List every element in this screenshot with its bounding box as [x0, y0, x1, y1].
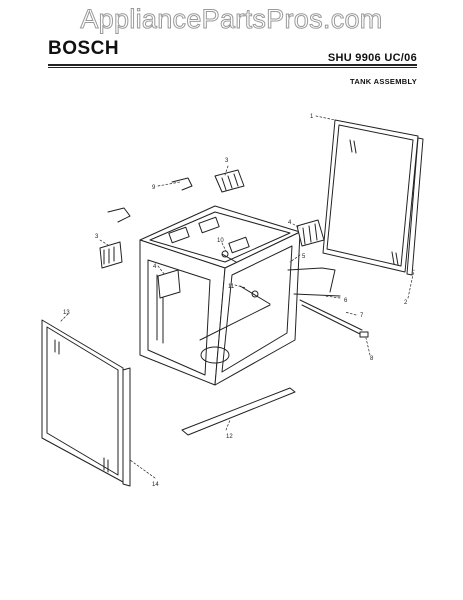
left-side-panel [41, 319, 124, 483]
bottom-rail [181, 387, 296, 436]
leader-lines [59, 115, 415, 479]
callout-14: 14 [152, 482, 159, 488]
header-rule [48, 64, 417, 66]
callout-3-left: 3 [95, 234, 99, 240]
callout-11: 11 [228, 284, 235, 290]
hinge [221, 250, 237, 263]
callout-10: 10 [217, 238, 224, 244]
left-trim-strip [122, 367, 131, 487]
callout-1: 1 [310, 114, 314, 120]
frame-rail [287, 267, 341, 297]
right-side-panel [322, 119, 419, 273]
callout-6: 6 [344, 298, 348, 304]
callout-2: 2 [404, 300, 408, 306]
brand-logo: BOSCH [48, 38, 120, 59]
callout-8: 8 [370, 356, 374, 362]
watermark-text: AppliancePartsPros.com [80, 4, 383, 35]
corner-bracket-right [296, 219, 325, 247]
callout-labels: 1 2 3 3 4 4 5 6 7 8 9 10 11 12 13 14 [63, 114, 408, 488]
callout-9: 9 [152, 185, 156, 191]
side-strip [299, 299, 369, 338]
mounting-bracket [107, 177, 193, 223]
callout-4-front: 4 [153, 264, 157, 270]
callout-12: 12 [226, 434, 233, 440]
callout-7: 7 [360, 313, 364, 319]
corner-bracket-front [157, 269, 181, 299]
right-trim-strip [406, 137, 424, 276]
model-number: SHU 9906 UC/06 [327, 52, 417, 64]
callout-4-right: 4 [288, 220, 292, 226]
callout-13: 13 [63, 310, 70, 316]
section-title: TANK ASSEMBLY [350, 77, 417, 86]
spring-clip [239, 285, 271, 305]
callout-3-top: 3 [225, 158, 229, 164]
header-rule-thin [48, 67, 417, 68]
corner-bracket-top [214, 169, 245, 193]
callout-5: 5 [302, 254, 306, 260]
corner-bracket-left [99, 241, 123, 269]
